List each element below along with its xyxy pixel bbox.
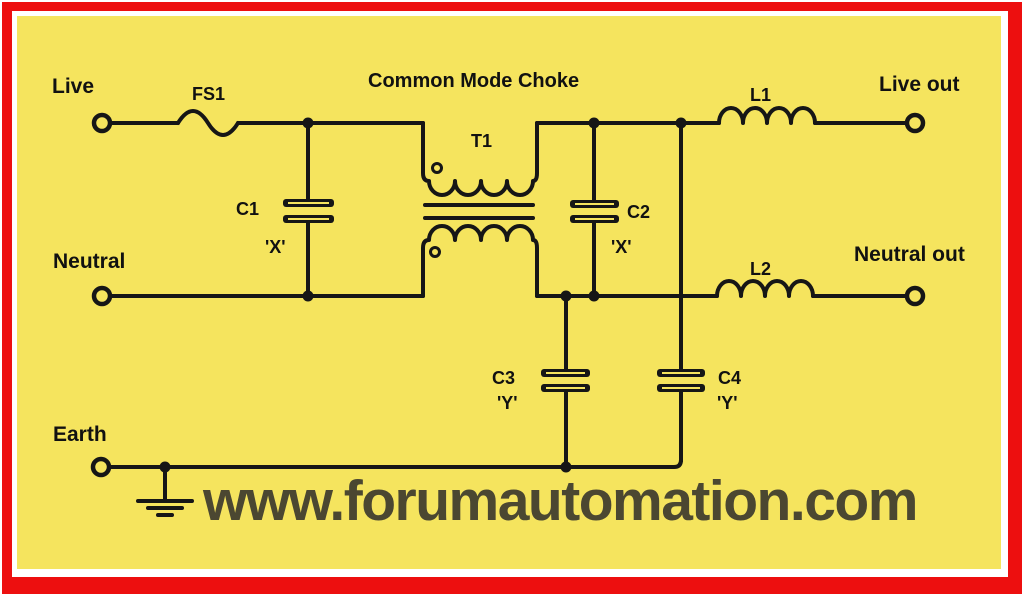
choke-phase-dot-primary [431, 162, 443, 174]
choke-secondary-winding [421, 224, 539, 298]
terminal-live-out [904, 112, 926, 134]
label-l1: L1 [750, 85, 771, 105]
terminal-live [91, 112, 113, 134]
label-c4: C4 [718, 368, 741, 388]
junction-neutral-c3 [560, 290, 572, 302]
label-live: Live [52, 75, 94, 98]
label-c1-class: 'X' [265, 237, 286, 257]
terminal-neutral [91, 285, 113, 307]
label-c2: C2 [627, 202, 650, 222]
label-c2-class: 'X' [611, 237, 632, 257]
choke-primary-winding [421, 121, 539, 197]
junction-neutral-c2 [588, 290, 600, 302]
label-fs1: FS1 [192, 84, 225, 104]
junction-live-c4 [675, 117, 687, 129]
junction-live-c1 [302, 117, 314, 129]
label-l2: L2 [750, 259, 771, 279]
inductor-l2-symbol [715, 279, 815, 298]
label-earth: Earth [53, 423, 107, 446]
inductor-l1-symbol [717, 106, 817, 125]
junction-live-c2 [588, 117, 600, 129]
label-c3-class: 'Y' [497, 393, 518, 413]
label-c4-class: 'Y' [717, 393, 738, 413]
terminal-neutral-out [904, 285, 926, 307]
label-neutral: Neutral [53, 250, 125, 273]
watermark-text: www.forumautomation.com [202, 469, 917, 533]
terminal-earth [90, 456, 112, 478]
fuse-fs1-symbol [176, 109, 240, 137]
diagram-title: Common Mode Choke [368, 70, 579, 92]
junction-earth-c3 [560, 461, 572, 473]
label-c1: C1 [236, 199, 259, 219]
label-live-out: Live out [879, 73, 960, 96]
label-t1: T1 [471, 131, 492, 151]
label-c3: C3 [492, 368, 515, 388]
capacitor-c2-symbol [570, 200, 619, 223]
yellow-panel [17, 16, 1001, 569]
junction-neutral-c1 [302, 290, 314, 302]
wire-earth-rail [107, 458, 683, 469]
capacitor-c1-symbol [283, 199, 334, 223]
junction-earth-ground [159, 461, 171, 473]
choke-phase-dot-secondary [429, 246, 441, 258]
label-neutral-out: Neutral out [854, 243, 965, 266]
capacitor-c4-symbol [657, 369, 705, 392]
capacitor-c3-symbol [541, 369, 590, 392]
